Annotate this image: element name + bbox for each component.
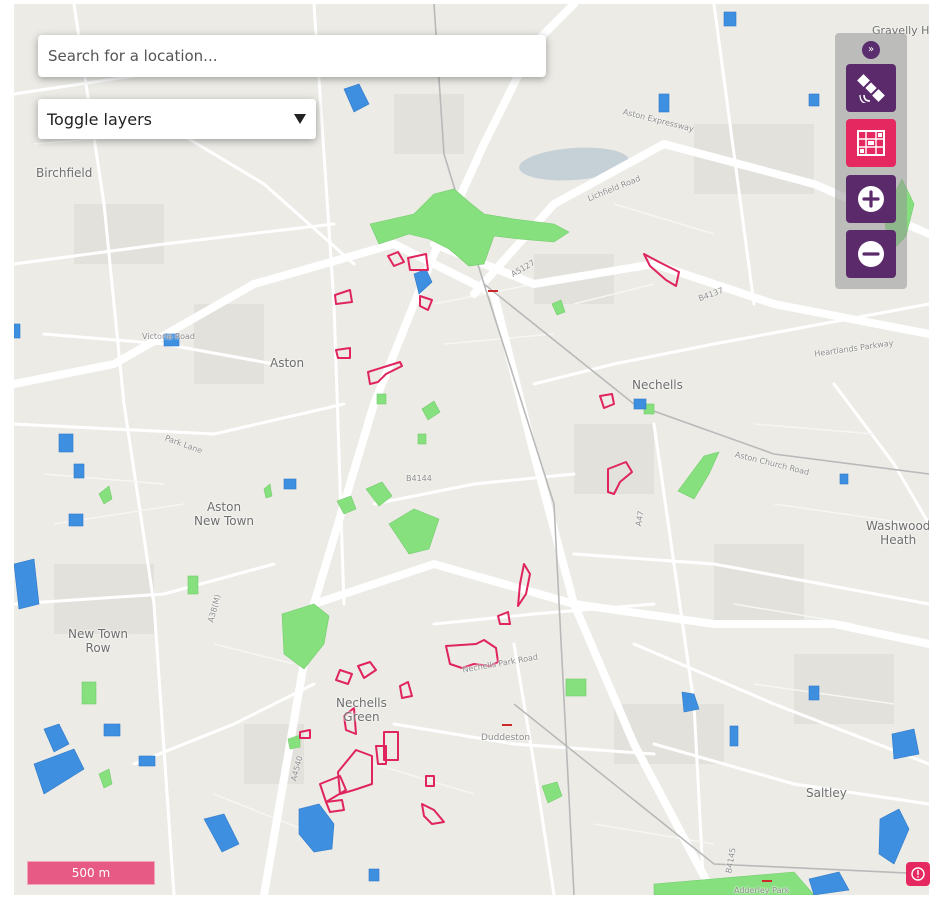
chevron-down-icon — [294, 114, 306, 124]
map-control-panel: » — [835, 33, 907, 289]
minus-icon — [858, 241, 884, 267]
collapse-controls-button[interactable]: » — [862, 41, 880, 59]
layer-toggle-select[interactable]: Toggle layers — [38, 99, 316, 139]
street-map-icon — [857, 130, 885, 156]
info-icon — [911, 867, 925, 881]
search-input[interactable] — [38, 35, 546, 77]
plus-icon — [858, 186, 884, 212]
scale-bar: 500 m — [27, 861, 155, 885]
scale-bar-label: 500 m — [71, 866, 111, 880]
layer-toggle-label: Toggle layers — [47, 109, 153, 129]
zoom-in-button[interactable] — [846, 175, 896, 223]
satellite-icon — [857, 74, 885, 103]
attribution-info-button[interactable] — [906, 862, 930, 886]
satellite-view-button[interactable] — [846, 64, 896, 112]
zoom-out-button[interactable] — [846, 230, 896, 278]
map-view-button[interactable] — [846, 119, 896, 167]
map-base-layer — [14, 4, 929, 895]
map-canvas[interactable]: Birchfield Aston Aston New Town New Town… — [14, 4, 929, 895]
